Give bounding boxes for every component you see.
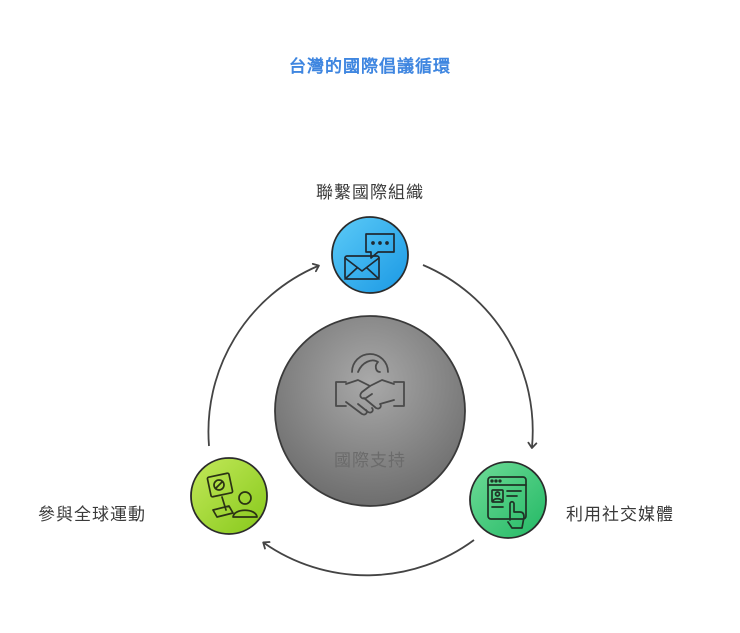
- arrow-left-to-top: [207, 262, 320, 447]
- node-label-global-movements: 參與全球運動: [38, 505, 146, 525]
- arrow-right-to-left: [262, 539, 475, 577]
- center-label: 國際支持: [334, 451, 406, 471]
- node-contact-organizations: [331, 216, 409, 294]
- node-global-movements: [190, 457, 268, 535]
- node-label-social-media: 利用社交媒體: [566, 505, 674, 525]
- browser-profile-hand-icon: [487, 476, 527, 529]
- handshake-globe-icon: [335, 353, 405, 416]
- center-node: [274, 315, 466, 507]
- arrow-top-to-right: [422, 264, 538, 449]
- protest-sign-person-icon: [206, 472, 258, 518]
- node-social-media: [469, 461, 547, 539]
- node-label-contact-organizations: 聯繫國際組織: [316, 183, 424, 203]
- envelope-chat-icon: [344, 233, 395, 280]
- diagram-title: 台灣的國際倡議循環: [289, 57, 451, 77]
